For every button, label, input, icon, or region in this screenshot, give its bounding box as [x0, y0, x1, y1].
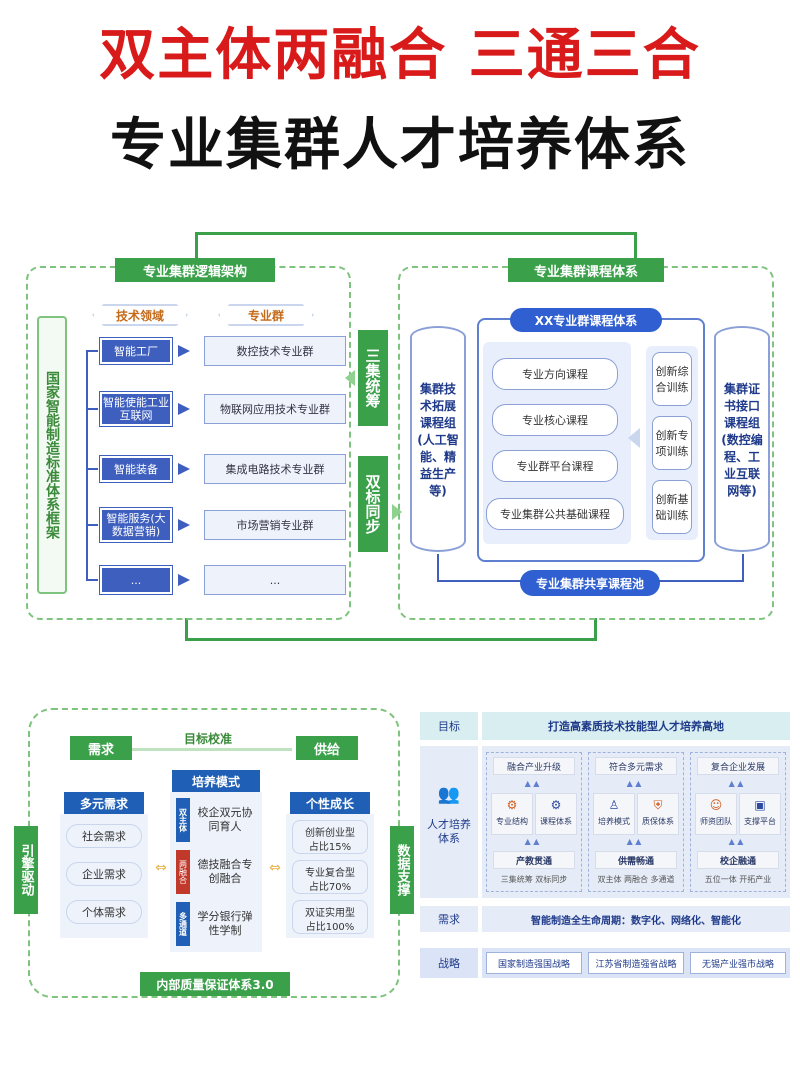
people-icon: 👥 [437, 784, 461, 805]
tech-box: 智能工厂 [100, 338, 172, 364]
group-box: 集成电路技术专业群 [204, 454, 346, 484]
growth-item: 双证实用型 占比100% [292, 900, 368, 934]
system-item: ⛨ 质保体系 [637, 793, 679, 835]
panel-course-structure: 专业集群逻辑架构 国家智能制造标准体系框架 技术领域 专业群 智能工厂 数控技术… [0, 222, 800, 652]
growth-item: 创新创业型 占比15% [292, 820, 368, 854]
double-arrow-icon: ⇔ [155, 860, 167, 876]
tech-domain-header: 技术领域 [92, 304, 188, 326]
group-header: 专业群 [218, 304, 314, 326]
gears-icon: ⚙ [550, 798, 562, 812]
strategy-item: 无锡产业强市战略 [690, 952, 786, 974]
need-text: 智能制造全生命周期：数字化、网络化、智能化 [482, 906, 790, 932]
system-label-cell: 👥 人才培养体系 [420, 746, 478, 898]
group-box: 数控技术专业群 [204, 336, 346, 366]
group-box: 物联网应用技术专业群 [204, 394, 346, 424]
course-box: 专业核心课程 [492, 404, 618, 436]
group-course-title: XX专业群课程体系 [510, 308, 662, 332]
logic-architecture-title: 专业集群逻辑架构 [115, 258, 275, 282]
demand-item: 社会需求 [66, 824, 142, 848]
need-label: 需求 [420, 906, 478, 932]
demand-tab: 需求 [70, 736, 132, 760]
shield-icon: ⛨ [653, 797, 663, 812]
tech-box: 智能服务(大数据营销) [100, 508, 172, 542]
group-box: 市场营销专业群 [204, 510, 346, 540]
data-support-label: 数据支撑 [390, 826, 414, 914]
target-calibration-label: 目标校准 [183, 732, 232, 746]
engine-drive-label: 引擎驱动 [14, 826, 38, 914]
person-plus-icon: ♙ [608, 798, 620, 812]
supply-tab: 供给 [296, 736, 358, 760]
training-box: 创新综合训练 [652, 352, 692, 406]
double-arrow-icon: ⇔ [269, 860, 281, 876]
system-item: ☺ 师资团队 [695, 793, 737, 835]
system-column: 融合产业升级 ▲ ▲ ⚙ 专业结构 ⚙ 课程体系 ▲ ▲ 产教贯通 三集统筹 双… [486, 752, 582, 892]
goal-text: 打造高素质技术技能型人才培养高地 [482, 712, 790, 740]
group-box: ... [204, 565, 346, 595]
shared-course-pool: 专业集群共享课程池 [520, 570, 660, 596]
three-integration-label: 三集统筹 [358, 330, 388, 426]
demand-title: 多元需求 [64, 792, 144, 814]
panel-talent-system: 目标 打造高素质技术技能型人才培养高地 👥 人才培养体系 融合产业升级 ▲ ▲ … [420, 712, 790, 984]
system-column: 复合企业发展 ▲ ▲ ☺ 师资团队 ▣ 支撑平台 ▲ ▲ 校企融通 五位一体 开… [690, 752, 786, 892]
training-box: 创新基础训练 [652, 480, 692, 534]
course-box: 专业群平台课程 [492, 450, 618, 482]
demand-item: 个体需求 [66, 900, 142, 924]
standard-framework-label: 国家智能制造标准体系框架 [37, 316, 67, 594]
system-item: ▣ 支撑平台 [739, 793, 781, 835]
certificate-cylinder: 集群证书接口课程组(数控编程、工业互联网等) [714, 326, 770, 552]
dual-standard-label: 双标同步 [358, 456, 388, 552]
strategy-item: 江苏省制造强省战略 [588, 952, 684, 974]
system-column: 符合多元需求 ▲ ▲ ♙ 培养模式 ⛨ 质保体系 ▲ ▲ 供需畅通 双主体 两融… [588, 752, 684, 892]
course-box: 专业集群公共基础课程 [486, 498, 624, 530]
strategy-label: 战略 [420, 948, 478, 978]
training-box: 创新专项训练 [652, 416, 692, 470]
quality-assurance-label: 内部质量保证体系3.0 [140, 972, 290, 996]
course-system-title: 专业集群课程体系 [508, 258, 664, 282]
system-item: ⚙ 专业结构 [491, 793, 533, 835]
panel-training-model: 目标校准 需求 供给 引擎驱动 数据支撑 多元需求 社会需求 企业需求 个体需求… [0, 700, 414, 1010]
demand-item: 企业需求 [66, 862, 142, 886]
tech-box: 智能装备 [100, 456, 172, 482]
tech-box: ... [100, 566, 172, 594]
platform-icon: ▣ [754, 798, 766, 812]
growth-item: 专业复合型 占比70% [292, 860, 368, 894]
tech-extension-cylinder: 集群技术拓展课程组(人工智能、精益生产等) [410, 326, 466, 552]
team-icon: ☺ [709, 798, 723, 812]
model-title: 培养模式 [172, 770, 260, 792]
main-title: 双主体两融合 三通三合 [99, 23, 701, 88]
robot-arm-icon: ⚙ [506, 798, 518, 812]
growth-title: 个性成长 [290, 792, 370, 814]
goal-label: 目标 [420, 712, 478, 740]
strategy-item: 国家制造强国战略 [486, 952, 582, 974]
course-box: 专业方向课程 [492, 358, 618, 390]
system-item: ⚙ 课程体系 [535, 793, 577, 835]
tech-box: 智能使能工业互联网 [100, 392, 172, 426]
subtitle: 专业集群人才培养体系 [110, 113, 690, 178]
system-item: ♙ 培养模式 [593, 793, 635, 835]
